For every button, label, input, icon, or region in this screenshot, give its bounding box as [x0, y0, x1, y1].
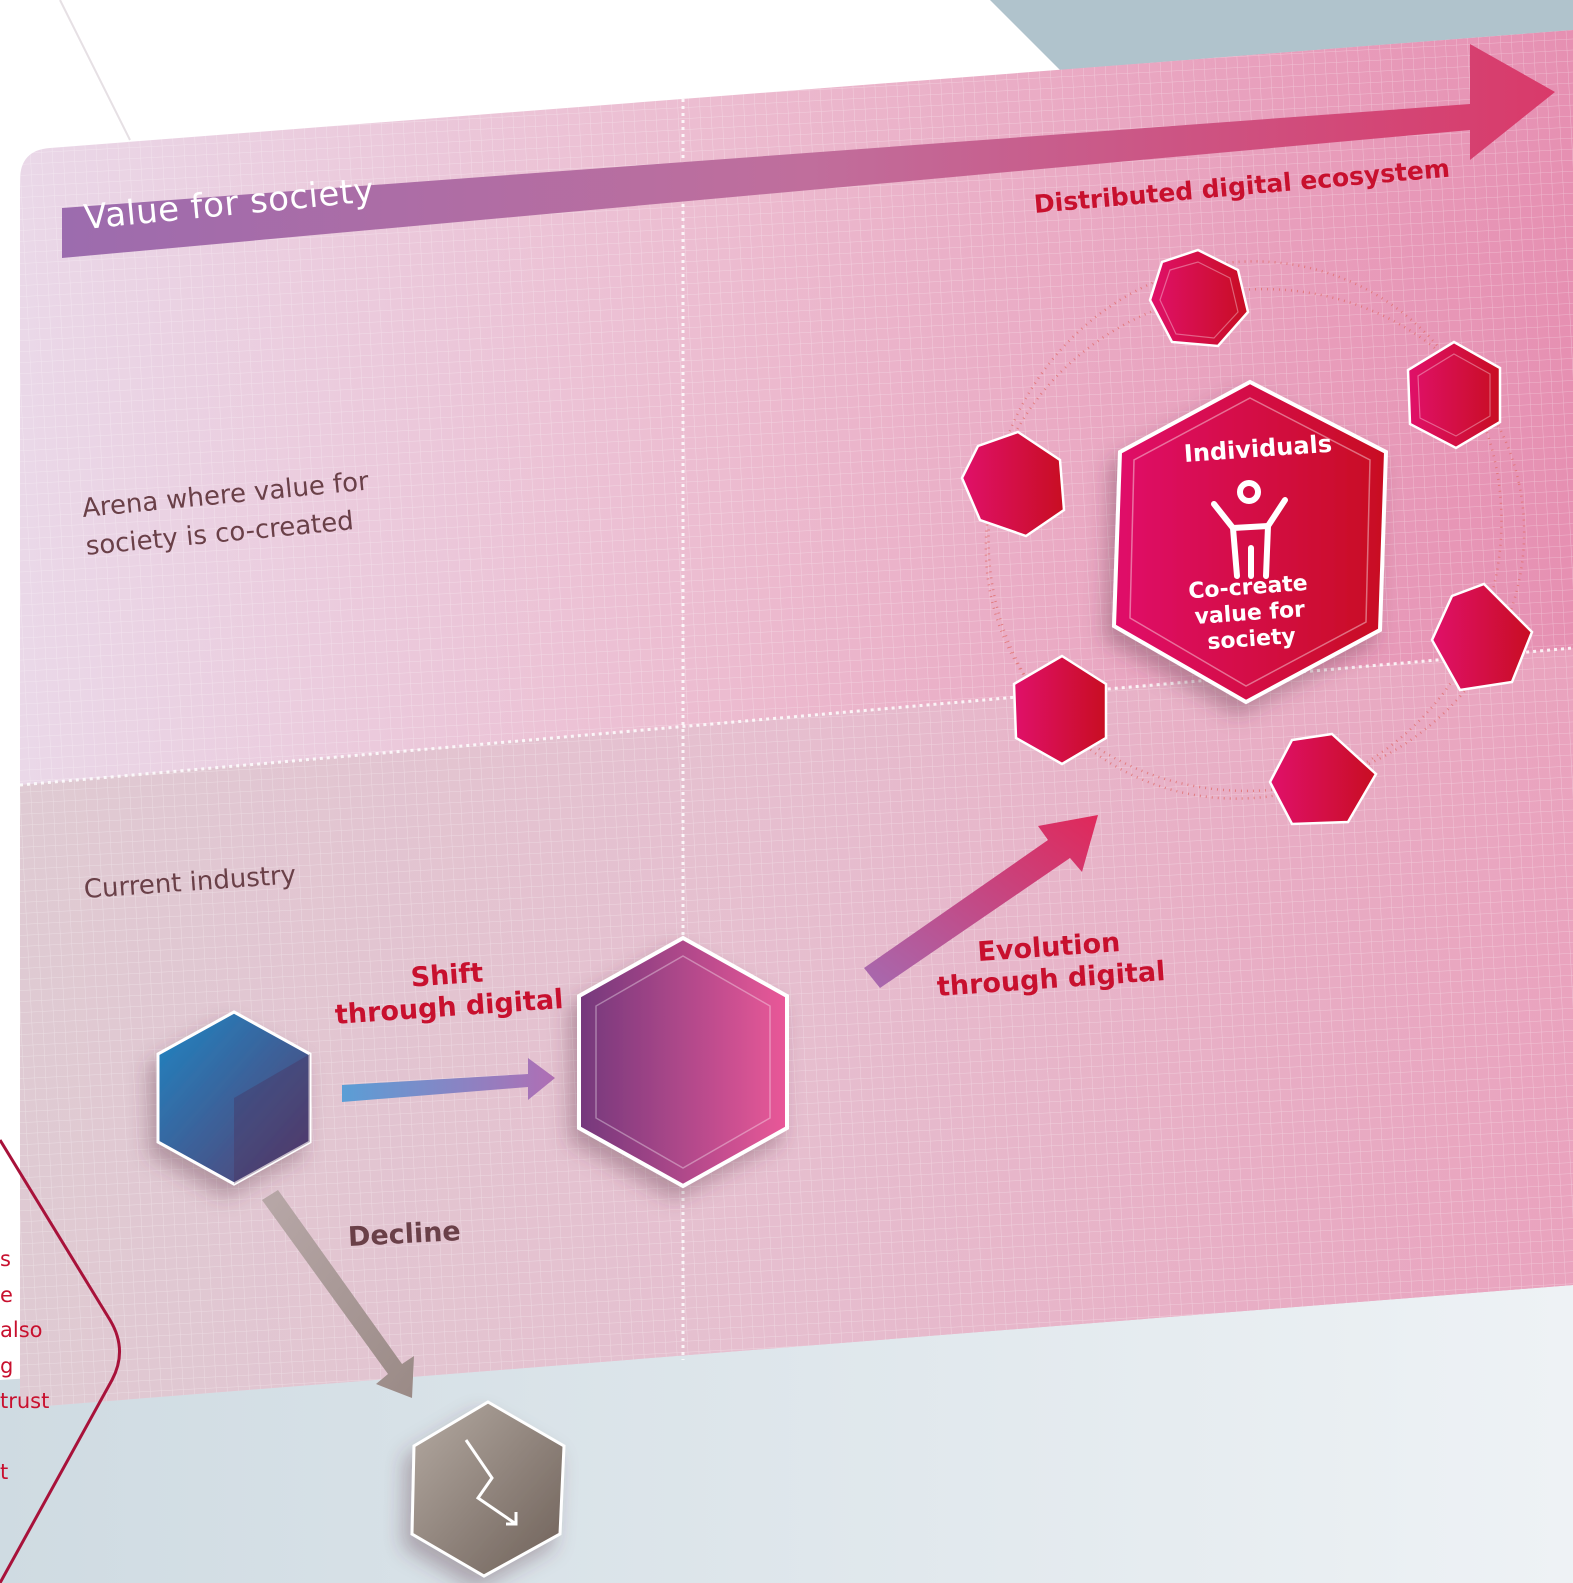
photo-backdrop: [990, 0, 1573, 70]
shift-arrow: [342, 1058, 555, 1102]
decline-trend-icon: [464, 1439, 517, 1526]
individuals-node: [1111, 379, 1389, 705]
declined-node: [410, 1400, 566, 1578]
decline-label: Decline: [347, 1216, 462, 1253]
evolution-arrow: [864, 815, 1098, 988]
person-arms-raised-icon: [1211, 480, 1288, 579]
ecosystem-satellite-nodes: [960, 248, 1534, 826]
horizontal-divider: [19, 646, 1573, 787]
decline-arrow: [262, 1190, 414, 1398]
current-industry-node: [156, 1010, 312, 1186]
side-note-fragment: s e also g trust t: [0, 1247, 50, 1484]
value-axis-arrow: [62, 44, 1555, 258]
shifted-industry-node: [577, 935, 789, 1189]
individuals-subtitle: Co-create value for society: [1187, 571, 1309, 656]
